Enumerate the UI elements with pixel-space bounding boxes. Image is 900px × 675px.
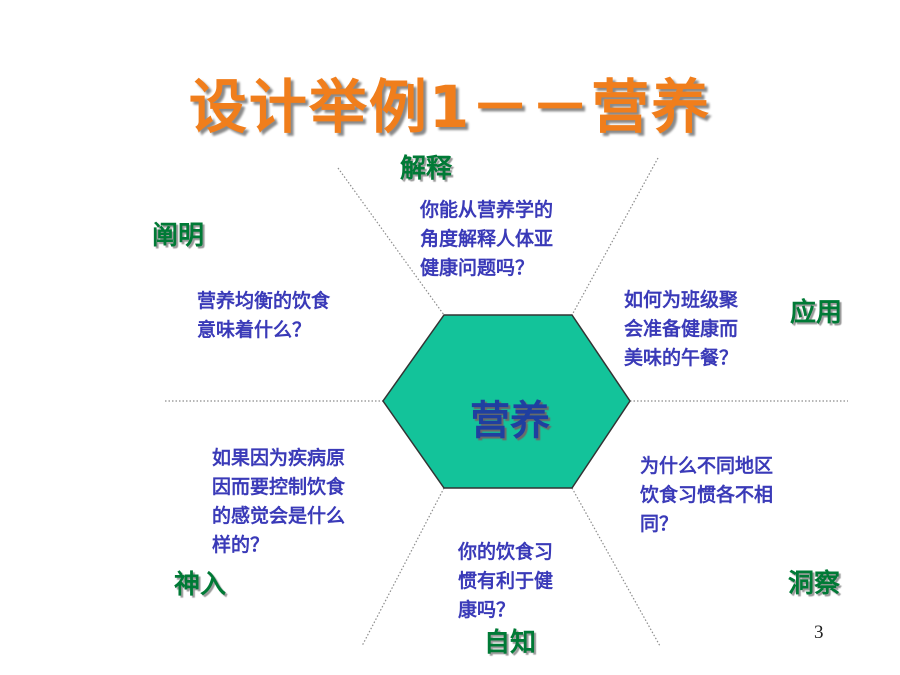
facet-question-perspective: 为什么不同地区 饮食习惯各不相 同？ xyxy=(640,455,774,535)
facet-label-empathy: 神入 xyxy=(174,570,227,600)
facet-label-self-knowledge: 自知 xyxy=(484,628,537,658)
facet-label-perspective: 洞察 xyxy=(788,569,841,599)
divider-lower-left xyxy=(361,487,445,647)
facet-question-explain: 你能从营养学的 角度解释人体亚 健康问题吗？ xyxy=(420,199,554,279)
page-number: 3 xyxy=(814,622,824,643)
facet-label-interpret: 阐明 xyxy=(152,221,205,251)
facet-question-self-knowledge: 你的饮食习 惯有利于健 康吗？ xyxy=(458,541,554,621)
facet-question-empathy: 如果因为疾病原 因而要控制饮食 的感觉会是什么 样的？ xyxy=(212,447,346,556)
facet-label-explain: 解释 xyxy=(400,154,453,184)
divider-lower-right xyxy=(571,487,661,647)
center-hexagon xyxy=(382,314,631,489)
divider-upper-left xyxy=(337,167,445,316)
slide-title: 设计举例1－－营养 xyxy=(188,73,712,141)
facet-question-interpret: 营养均衡的饮食 意味着什么？ xyxy=(197,290,331,341)
facet-question-apply: 如何为班级聚 会准备健康而 美味的午餐？ xyxy=(624,289,739,369)
center-topic: 营养 xyxy=(470,398,550,444)
facet-label-apply: 应用 xyxy=(790,298,843,328)
